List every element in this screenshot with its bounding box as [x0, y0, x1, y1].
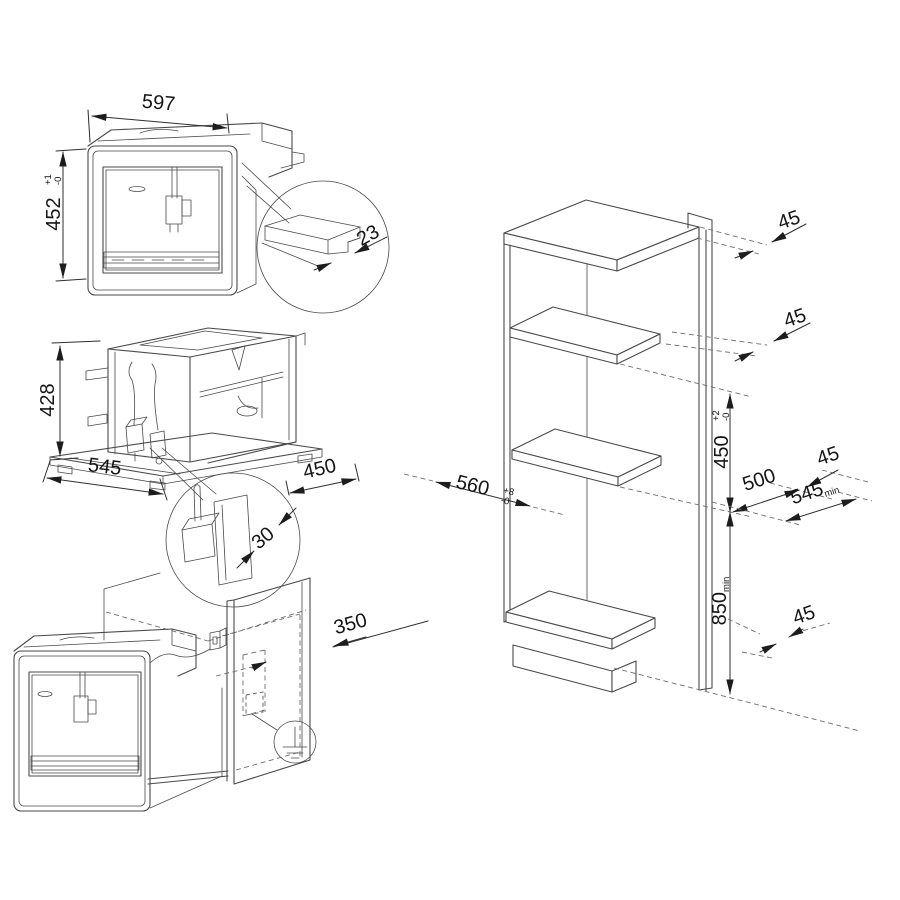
top-panel-thickness-label: 45 [775, 206, 803, 234]
rear-depth-label: 450 [301, 455, 338, 484]
dimension-socket-offset: 350 [215, 609, 429, 677]
front-height-tol-plus: +1 [43, 174, 54, 185]
dimension-top-panel-thickness: 45 [696, 206, 807, 260]
installed-machine [13, 628, 229, 812]
dimension-rear-width: 545 [42, 454, 168, 501]
figure-cabinet-column: 45 45 450 +2 -0 850min [403, 199, 873, 732]
dimension-front-width: 597 [87, 91, 230, 143]
front-width-label: 597 [141, 91, 176, 116]
niche-height-label: 450 [711, 435, 733, 468]
plinth-clearance-label: 45 [790, 601, 818, 629]
dimension-niche-height: 450 +2 -0 [619, 363, 753, 518]
niche-height-tol-plus: +2 [711, 410, 722, 421]
installed-cabinet [103, 572, 311, 785]
drip-tray [103, 251, 220, 269]
dimension-niche-width: 560 +8 -0 [403, 471, 566, 516]
dimension-min-cabinet-depth: 545min [711, 473, 873, 526]
dimension-rear-height: 428 [37, 340, 101, 461]
niche-width-label: 560 [454, 471, 492, 500]
earth-ground-icon [251, 713, 317, 764]
rear-width-label: 545 [87, 454, 123, 480]
niche-width-tol-minus: -0 [500, 495, 511, 508]
shelf-thickness-label: 45 [781, 304, 809, 332]
dimension-front-height: 452 +1 -0 [43, 148, 87, 282]
figure-front-view: 597 452 +1 -0 23 [43, 91, 390, 314]
socket-offset-label: 350 [331, 609, 369, 639]
back-clearance-label: 45 [814, 442, 842, 470]
dimension-min-install-height: 850min [613, 511, 861, 732]
mains-socket [149, 627, 227, 664]
steam-nozzle [128, 186, 146, 192]
niche-width-tol-plus: +8 [502, 485, 515, 498]
min-install-height-label: 850min [709, 577, 732, 626]
detail-circle-icon [256, 180, 390, 314]
dimension-rear-depth: 450 [285, 455, 360, 496]
figure-installed-view: 350 [13, 572, 429, 812]
detail-callout-notch: 23 [256, 180, 390, 314]
power-cord-and-plug [125, 361, 167, 465]
notch-depth-label: 23 [353, 221, 383, 251]
niche-height-tol-minus: -0 [721, 413, 732, 421]
detail-circle-icon [165, 472, 301, 608]
front-height-label: 452 [43, 197, 65, 230]
dimension-shelf-thickness: 45 [665, 304, 811, 362]
dimension-plinth-clearance: 45 [727, 601, 831, 659]
niche-depth-label: 500 [740, 465, 779, 496]
rear-height-label: 428 [37, 383, 59, 416]
coffee-spout [165, 166, 192, 233]
plug-clearance-label: 30 [248, 523, 279, 554]
front-height-tol-minus: -0 [53, 177, 64, 185]
min-cabinet-depth-label: 545min [788, 473, 841, 510]
figure-rear-view: 428 545 450 30 [37, 327, 360, 608]
